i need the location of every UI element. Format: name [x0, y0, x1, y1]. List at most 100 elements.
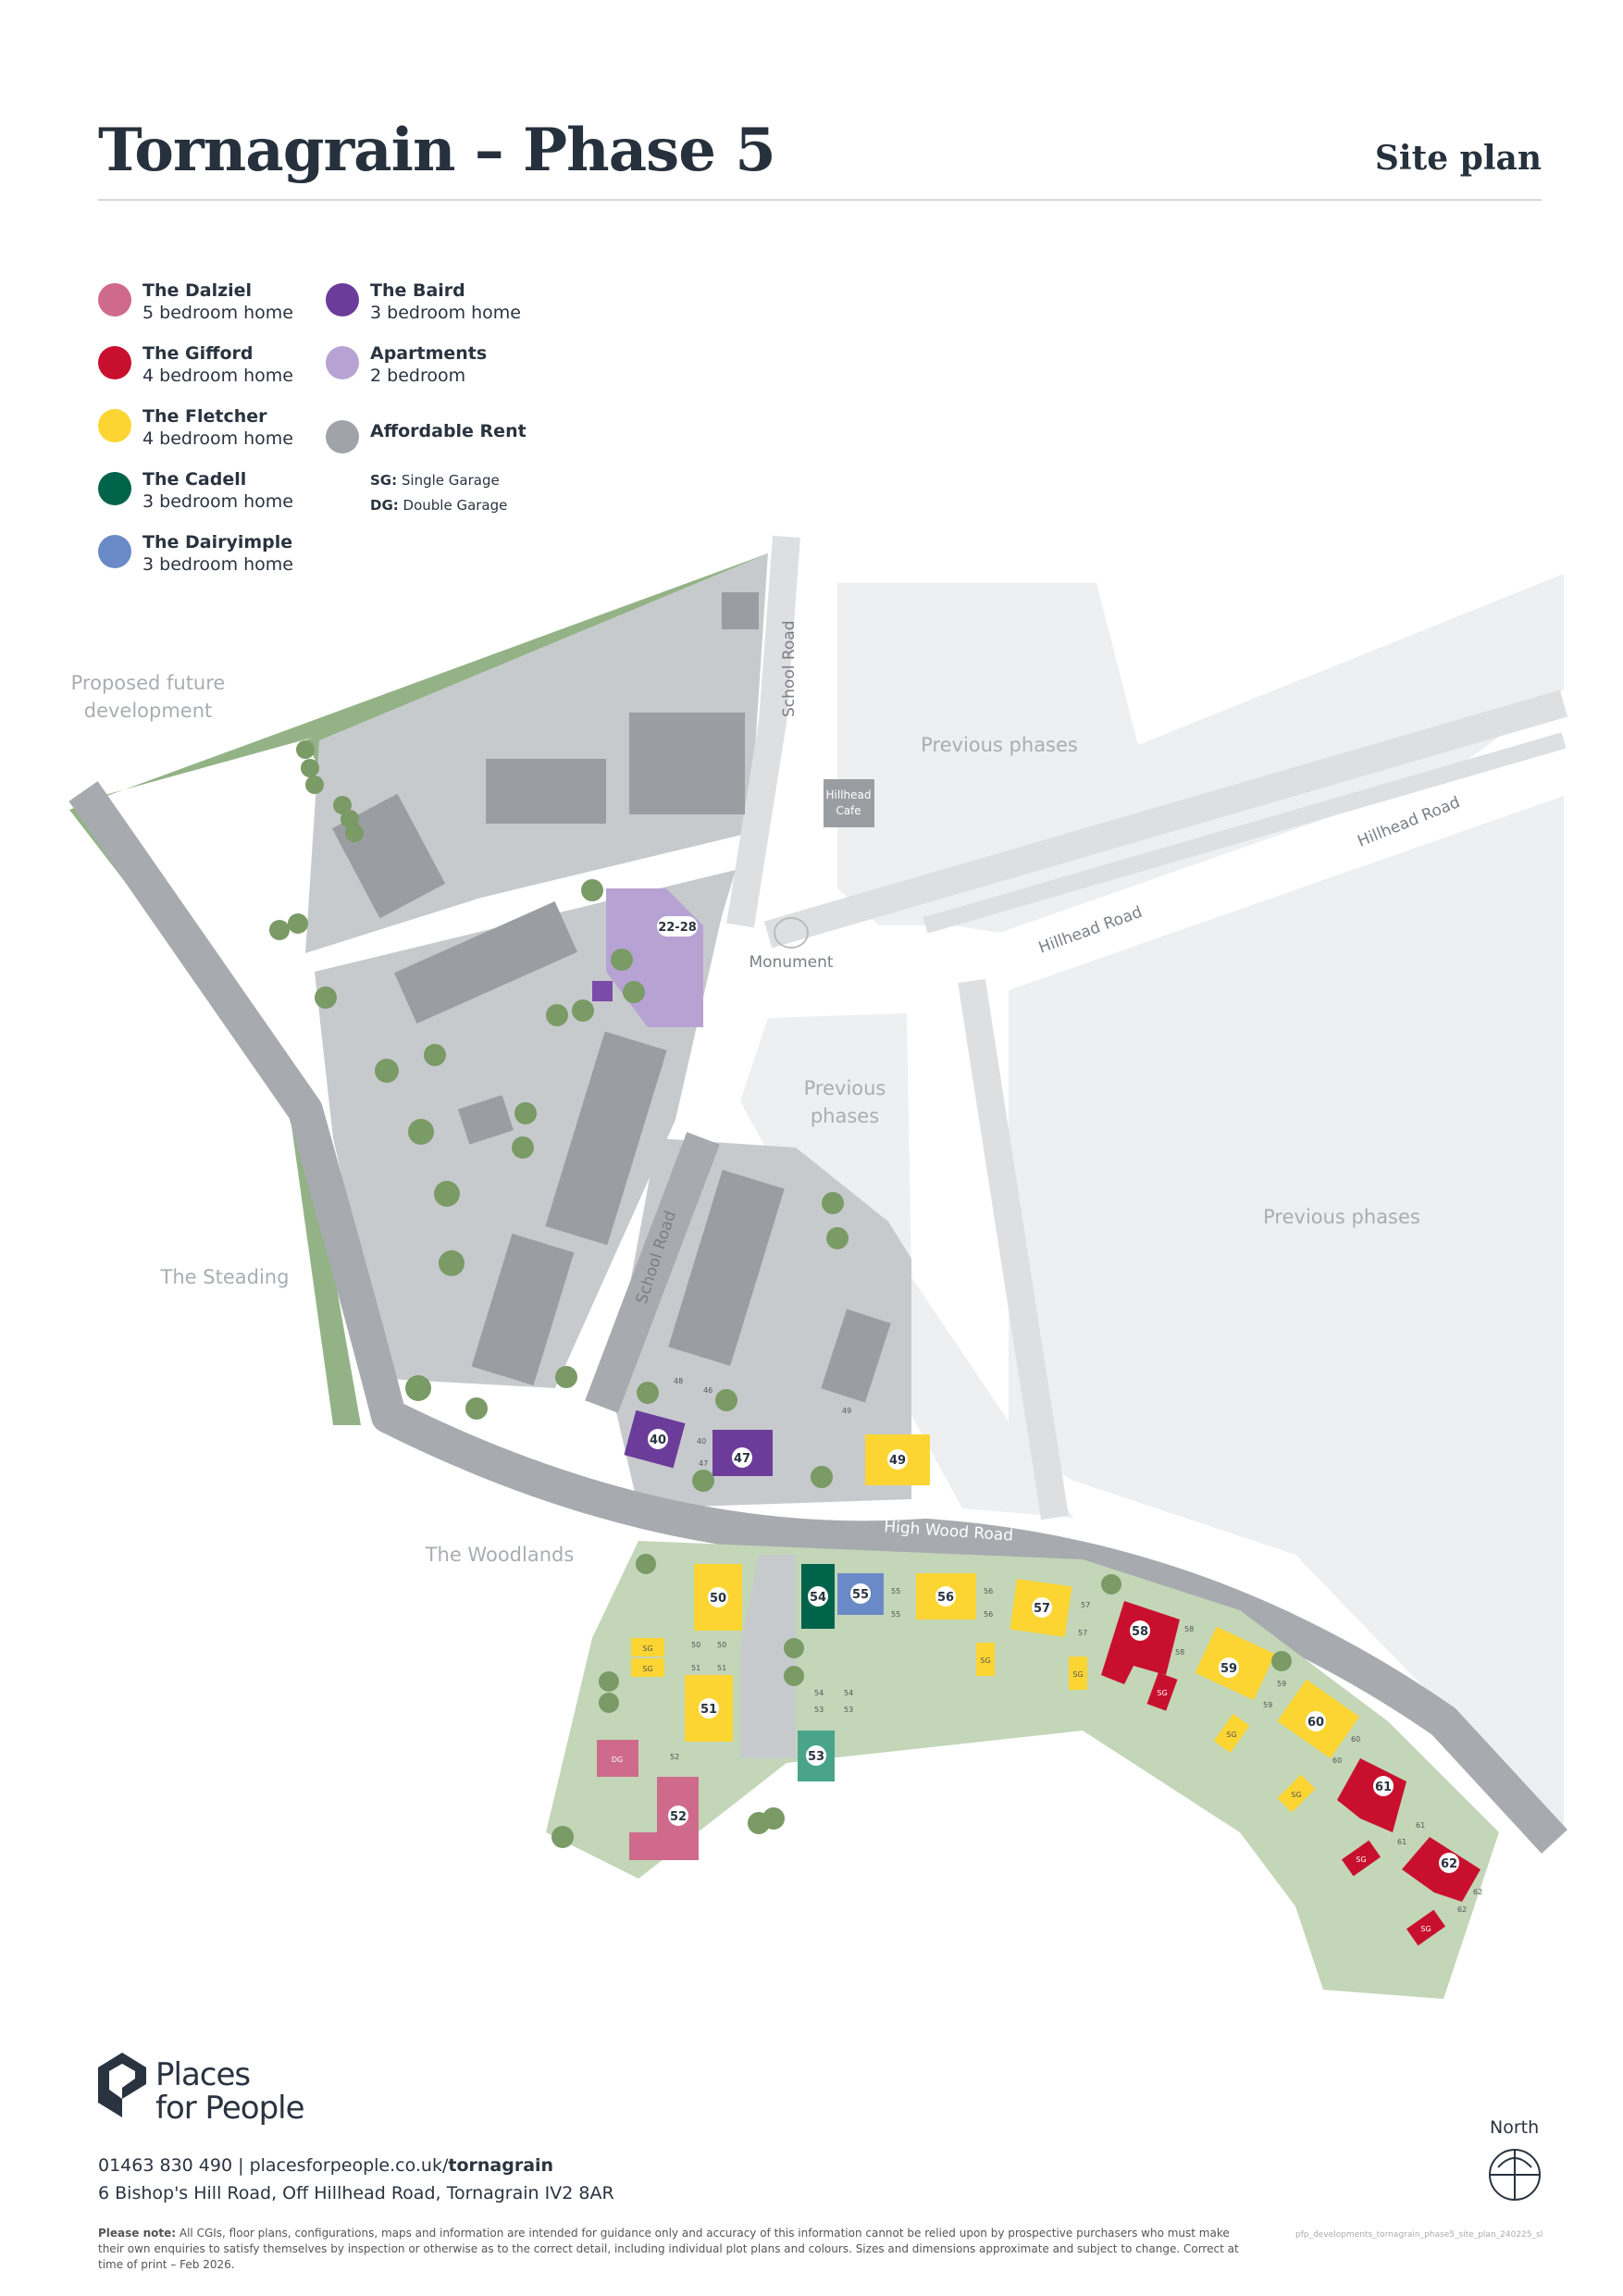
sg-label: SG [1072, 1670, 1083, 1679]
phone-number[interactable]: 01463 830 490 [98, 2155, 233, 2176]
parking-label: 58 [1175, 1648, 1184, 1657]
parking-label: 50 [691, 1641, 700, 1649]
terrace-row [545, 1031, 667, 1246]
previous-phases-right-label: Previous phases [1263, 1206, 1420, 1228]
terrace-row [668, 1170, 785, 1366]
affordable-building [486, 759, 606, 824]
plot-badge-label: 49 [889, 1454, 906, 1468]
parking-label: 49 [842, 1407, 851, 1415]
website-link[interactable]: placesforpeople.co.uk/tornagrain [250, 2155, 554, 2176]
tree [375, 1059, 399, 1083]
proposed-development-label: Proposed future [71, 672, 226, 694]
south-access-road [740, 1555, 796, 1758]
parking-label: 56 [984, 1610, 993, 1619]
dairyimple-swatch [98, 535, 131, 568]
affordable-building [394, 900, 577, 1024]
cadell-swatch [98, 472, 131, 505]
tree [784, 1638, 804, 1658]
logo-mark [98, 2053, 146, 2117]
plot-badge [732, 1447, 752, 1468]
plot-badge-label: 59 [1220, 1662, 1237, 1676]
fletcher-swatch [98, 409, 131, 442]
garage-key-double: DG: Double Garage [370, 497, 507, 514]
previous-phases-mid-label: phases [811, 1105, 879, 1127]
sg-garage [1277, 1774, 1316, 1813]
logo-line: for People [155, 2090, 305, 2127]
sg-garage [1406, 1909, 1446, 1946]
plot-badge-label: 52 [670, 1810, 687, 1824]
plot-52 [629, 1777, 699, 1860]
tree [301, 759, 319, 777]
legend-desc: 5 bedroom home [142, 303, 293, 323]
cafe-label: Hillhead [826, 788, 872, 801]
sg-garage [1146, 1672, 1178, 1711]
plot-badge-label: 55 [852, 1588, 869, 1602]
terrace-row [821, 1309, 891, 1403]
proposed-development-label: development [84, 700, 213, 722]
affordable-building [331, 793, 446, 919]
logo-text: Places for People [155, 2058, 305, 2127]
tree [296, 740, 315, 759]
legend-desc: 3 bedroom home [370, 303, 521, 323]
previous-phases-top-label: Previous phases [921, 734, 1078, 756]
plot-52-dg [597, 1740, 638, 1777]
tree [692, 1470, 714, 1492]
parking-label: 61 [1397, 1838, 1406, 1846]
plot-58 [1101, 1601, 1180, 1684]
disclaimer: Please note: All CGIs, floor plans, conf… [98, 2226, 1245, 2273]
header-divider [98, 199, 1542, 201]
parking-label: 58 [1184, 1625, 1194, 1633]
parking-label: 56 [984, 1587, 993, 1595]
plot-badge-label: 61 [1375, 1781, 1392, 1794]
legend-name: The Cadell [142, 469, 247, 490]
parking-label: 54 [814, 1689, 824, 1697]
tree [826, 1227, 849, 1249]
plot-badge-label: 22-28 [658, 921, 697, 935]
parking-label: 51 [691, 1664, 700, 1672]
affordable-building [722, 592, 759, 629]
tree [439, 1250, 465, 1276]
previous-phases-mid-label: Previous [804, 1077, 886, 1099]
plot-badge-label: 60 [1307, 1716, 1324, 1730]
tree [408, 1119, 434, 1145]
tree [512, 1136, 534, 1159]
road-hillhead-1 [763, 689, 1568, 949]
sg-label: SG [1157, 1689, 1167, 1697]
parking-label: 61 [1416, 1821, 1425, 1830]
plot-badge [850, 1583, 871, 1604]
plot-61 [1337, 1758, 1406, 1832]
road-east-curve [958, 978, 1069, 1520]
legend-name: The Baird [370, 280, 465, 301]
plot-badge-label: 51 [700, 1703, 717, 1717]
parking-label: 55 [891, 1610, 900, 1619]
parking-label: 62 [1473, 1888, 1482, 1896]
parking-label: 53 [844, 1706, 853, 1714]
plot-badge [935, 1586, 956, 1607]
plot-badge [1219, 1657, 1239, 1678]
parking-label: 46 [703, 1386, 712, 1395]
baird-swatch [326, 283, 359, 316]
legend-name: The Dairyimple [142, 532, 293, 552]
garage-key-single: SG: Single Garage [370, 472, 500, 489]
tree [611, 949, 633, 971]
tree [1271, 1651, 1292, 1671]
plot-badge-label: 58 [1132, 1625, 1148, 1639]
tree [345, 824, 364, 842]
north-arrow-arc [1497, 2157, 1532, 2168]
legend-name: The Fletcher [142, 406, 267, 427]
monument-label: Monument [749, 953, 833, 972]
monument [774, 917, 809, 949]
plot-badge-label: 62 [1441, 1857, 1457, 1871]
parking-label: 54 [844, 1689, 853, 1697]
parking-label: 57 [1081, 1601, 1090, 1609]
url-base: placesforpeople.co.uk/ [249, 2155, 449, 2176]
url-bold: tornagrain [448, 2155, 554, 2176]
cafe-label: Cafe [836, 804, 861, 817]
tree [762, 1807, 785, 1830]
road-school-south [585, 1132, 720, 1413]
legend-name: Affordable Rent [370, 421, 527, 441]
plot-62 [1402, 1837, 1481, 1902]
legend-name: Apartments [370, 343, 488, 364]
parking-label: 57 [1078, 1629, 1087, 1637]
sg-label: SG [1356, 1855, 1366, 1864]
